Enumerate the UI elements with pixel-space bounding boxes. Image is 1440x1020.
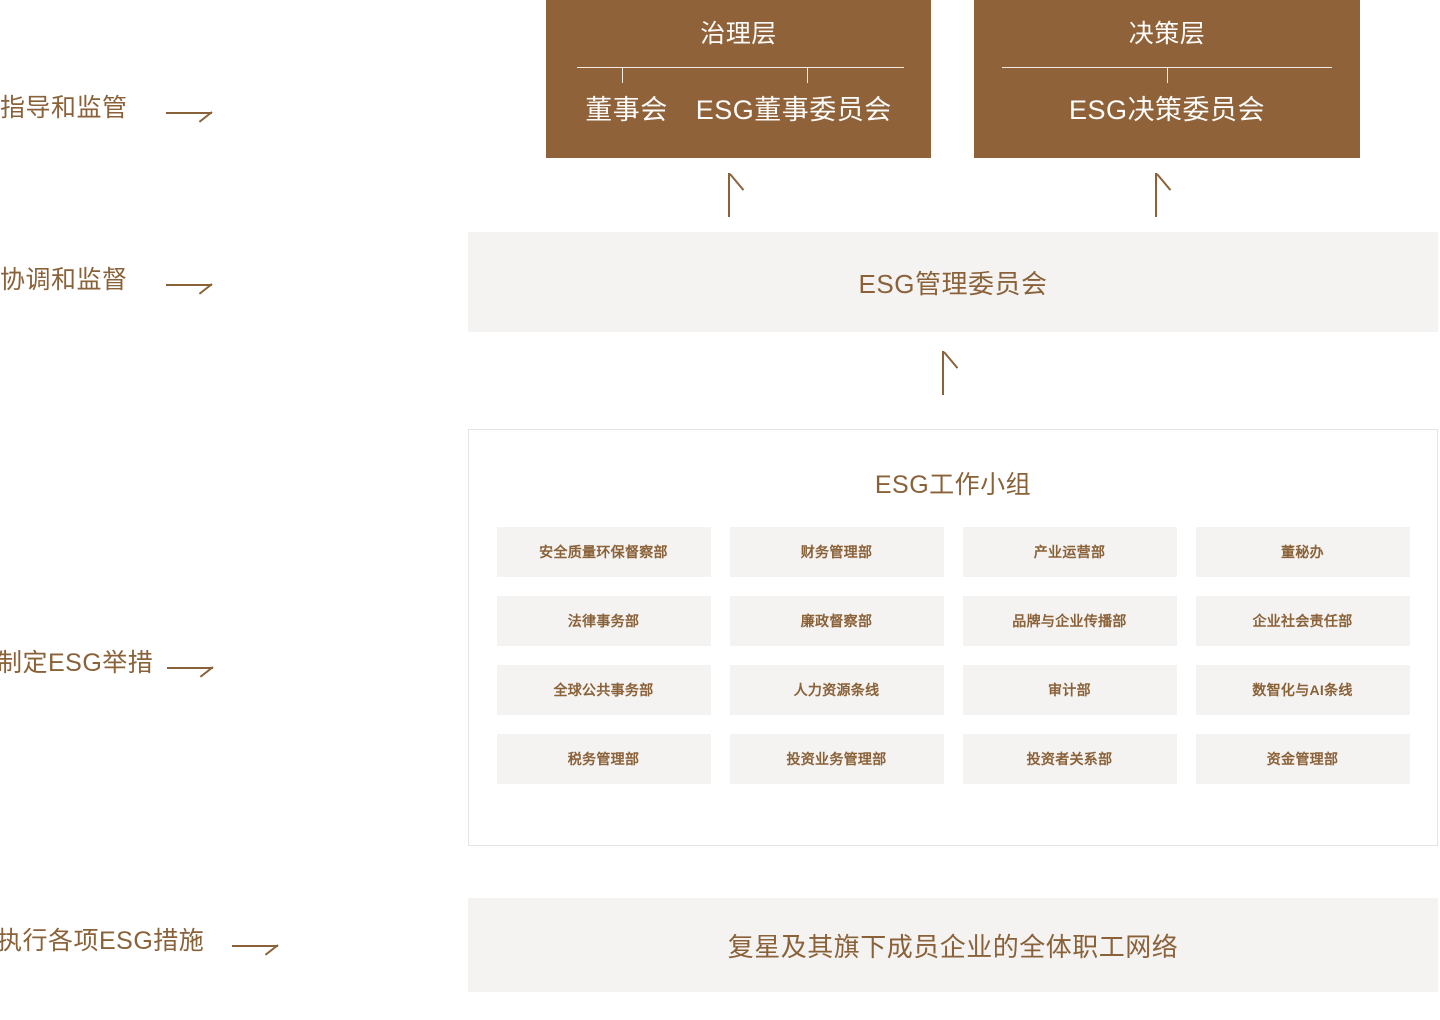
workforce-network-label: 复星及其旗下成员企业的全体职工网络 — [727, 931, 1179, 962]
arrow-up-half-icon-governance — [728, 173, 754, 217]
esg-management-committee-bar: ESG管理委员会 — [468, 232, 1438, 332]
department-card[interactable]: 税务管理部 — [496, 734, 711, 784]
governance-item-esg-board-committee: ESG董事委员会 — [695, 95, 892, 125]
department-card[interactable]: 投资者关系部 — [962, 734, 1177, 784]
department-card[interactable]: 财务管理部 — [729, 527, 944, 577]
department-card[interactable]: 产业运营部 — [962, 527, 1177, 577]
arrow-right-half-icon — [165, 101, 213, 123]
decision-layer-title: 决策层 — [1128, 20, 1206, 48]
decision-layer-items: ESG决策委员会 — [974, 95, 1360, 126]
arrow-right-half-icon — [167, 656, 214, 678]
workforce-network-bar: 复星及其旗下成员企业的全体职工网络 — [468, 898, 1438, 992]
decision-layer-box: 决策层 ESG决策委员会 — [974, 0, 1360, 158]
stage-label-guide-text: 指导和监管 — [0, 94, 128, 122]
stage-label-coordinate-text: 协调和监督 — [0, 266, 128, 294]
decision-item-esg-decision-committee: ESG决策委员会 — [1068, 95, 1266, 125]
arrow-right-half-icon — [232, 934, 279, 956]
department-card[interactable]: 投资业务管理部 — [729, 734, 944, 784]
stage-label-measures: 制定ESG举措 — [0, 649, 214, 678]
arrow-right-half-icon — [165, 273, 213, 295]
department-card[interactable]: 安全质量环保督察部 — [496, 527, 711, 577]
department-card[interactable]: 法律事务部 — [496, 596, 711, 646]
department-grid: 安全质量环保督察部 财务管理部 产业运营部 董秘办 法律事务部 廉政督察部 品牌… — [469, 527, 1437, 784]
governance-layer-title: 治理层 — [700, 20, 777, 48]
esg-management-committee-label: ESG管理委员会 — [858, 268, 1048, 299]
stage-label-execute-text: 执行各项ESG措施 — [0, 927, 205, 955]
arrow-up-half-icon-decision — [1155, 173, 1181, 217]
department-card[interactable]: 人力资源条线 — [729, 665, 944, 715]
decision-layer-divider — [974, 67, 1360, 83]
governance-layer-divider — [546, 67, 931, 83]
stage-label-coordinate: 协调和监督 — [0, 266, 213, 295]
department-card[interactable]: 董秘办 — [1195, 527, 1410, 577]
department-card[interactable]: 企业社会责任部 — [1195, 596, 1410, 646]
stage-label-guide: 指导和监管 — [0, 94, 213, 123]
department-card[interactable]: 品牌与企业传播部 — [962, 596, 1177, 646]
department-card[interactable]: 审计部 — [962, 665, 1177, 715]
esg-working-group-panel: ESG工作小组 安全质量环保督察部 财务管理部 产业运营部 董秘办 法律事务部 … — [468, 429, 1438, 846]
department-card[interactable]: 廉政督察部 — [729, 596, 944, 646]
stage-label-measures-text: 制定ESG举措 — [0, 649, 154, 677]
governance-item-board: 董事会 — [585, 95, 668, 125]
arrow-up-half-icon-committee — [942, 351, 968, 395]
stage-label-execute: 执行各项ESG措施 — [0, 927, 279, 956]
department-card[interactable]: 全球公共事务部 — [496, 665, 711, 715]
department-card[interactable]: 资金管理部 — [1195, 734, 1410, 784]
governance-layer-items: 董事会 ESG董事委员会 — [546, 95, 931, 126]
esg-working-group-title: ESG工作小组 — [874, 471, 1032, 499]
department-card[interactable]: 数智化与AI条线 — [1195, 665, 1410, 715]
governance-layer-box: 治理层 董事会 ESG董事委员会 — [546, 0, 931, 158]
